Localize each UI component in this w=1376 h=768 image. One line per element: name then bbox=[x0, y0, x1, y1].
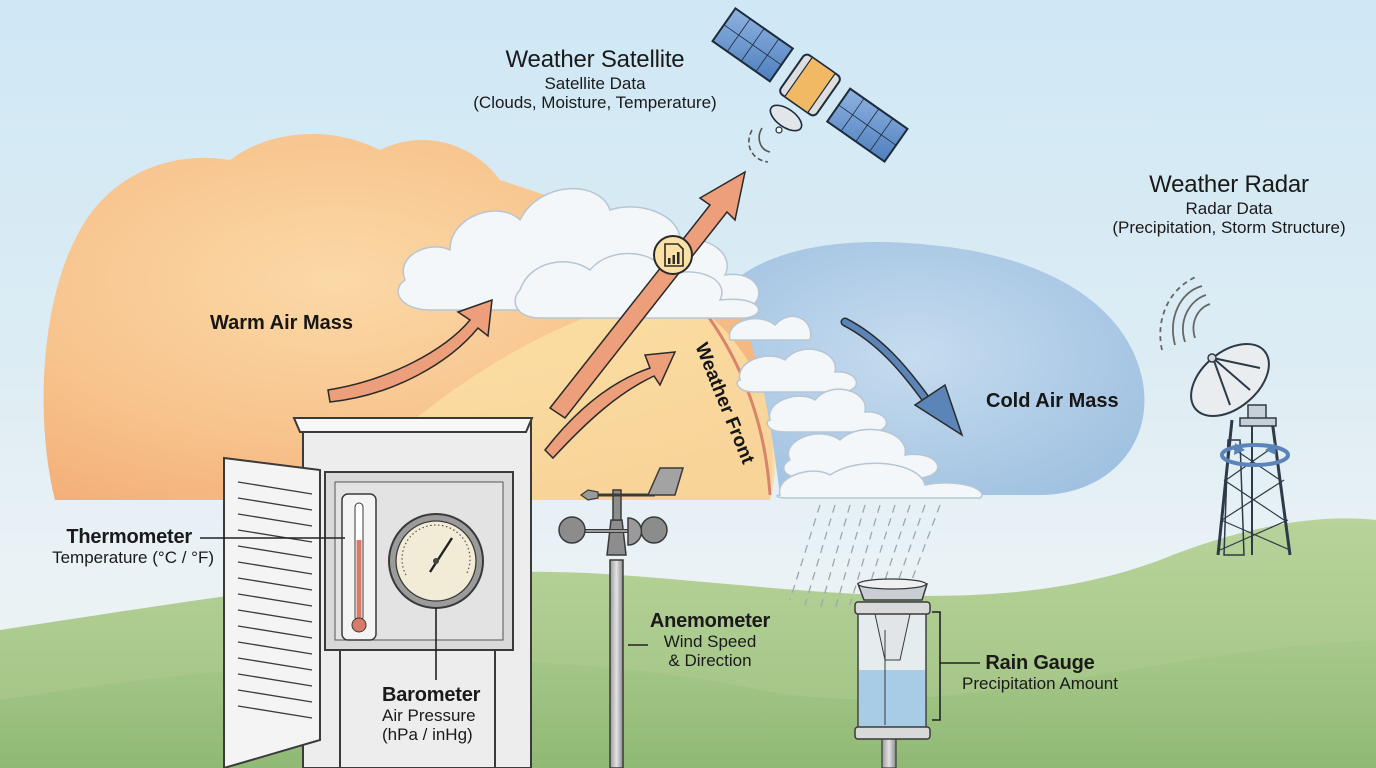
anemometer-icon bbox=[558, 467, 685, 768]
radar-label: Weather Radar Radar Data (Precipitation,… bbox=[1098, 171, 1360, 237]
leader-lines bbox=[200, 537, 980, 721]
cold-air-mass-label: Cold Air Mass bbox=[986, 390, 1119, 412]
shelter-louvered-door bbox=[223, 456, 321, 768]
satellite-title: Weather Satellite bbox=[505, 46, 685, 73]
weather-satellite-icon bbox=[711, 6, 909, 164]
cold-air-arrow bbox=[840, 317, 964, 437]
front-line bbox=[703, 311, 772, 496]
radar-line2: (Precipitation, Storm Structure) bbox=[1112, 217, 1346, 237]
weather-radar-icon bbox=[1190, 342, 1292, 556]
rotation-arrow-icon bbox=[1220, 443, 1290, 467]
radar-signal-icon bbox=[1159, 275, 1211, 351]
rain-streaks bbox=[789, 504, 941, 611]
warm-air-arrows bbox=[327, 170, 747, 460]
radar-line1: Radar Data bbox=[1185, 198, 1273, 218]
thermometer-label: Thermometer Temperature (°C / °F) bbox=[28, 526, 228, 567]
thermometer-title: Thermometer bbox=[66, 526, 192, 548]
cloud-cluster bbox=[397, 188, 983, 499]
warm-air-mass-label: Warm Air Mass bbox=[210, 312, 354, 334]
satellite-label: Weather Satellite Satellite Data (Clouds… bbox=[455, 46, 735, 112]
thermometer-line1: Temperature (°C / °F) bbox=[52, 548, 214, 568]
rain-gauge-line1: Precipitation Amount bbox=[962, 674, 1118, 694]
anemometer-title: Anemometer bbox=[649, 610, 771, 632]
barometer-label: Barometer Air Pressure (hPa / inHg) bbox=[372, 684, 492, 744]
rain-gauge-icon bbox=[854, 578, 931, 768]
barometer-title: Barometer bbox=[382, 684, 481, 706]
anemometer-line1: Wind Speed bbox=[663, 632, 757, 652]
anemometer-line2: & Direction bbox=[668, 651, 752, 671]
rain-gauge-label: Rain Gauge Precipitation Amount bbox=[950, 652, 1130, 693]
rain-gauge-title: Rain Gauge bbox=[985, 652, 1095, 674]
chart-document-icon bbox=[653, 235, 693, 275]
barometer-line1: Air Pressure bbox=[382, 706, 476, 726]
radar-title: Weather Radar bbox=[1149, 171, 1309, 198]
satellite-dish-icon bbox=[769, 104, 803, 134]
barometer-icon bbox=[388, 513, 484, 609]
satellite-signal-icon bbox=[748, 127, 771, 163]
satellite-line1: Satellite Data bbox=[544, 73, 646, 93]
anemometer-label: Anemometer Wind Speed & Direction bbox=[640, 610, 780, 670]
satellite-line2: (Clouds, Moisture, Temperature) bbox=[473, 92, 717, 112]
thermometer-icon bbox=[341, 493, 377, 641]
barometer-line2: (hPa / inHg) bbox=[382, 725, 473, 745]
